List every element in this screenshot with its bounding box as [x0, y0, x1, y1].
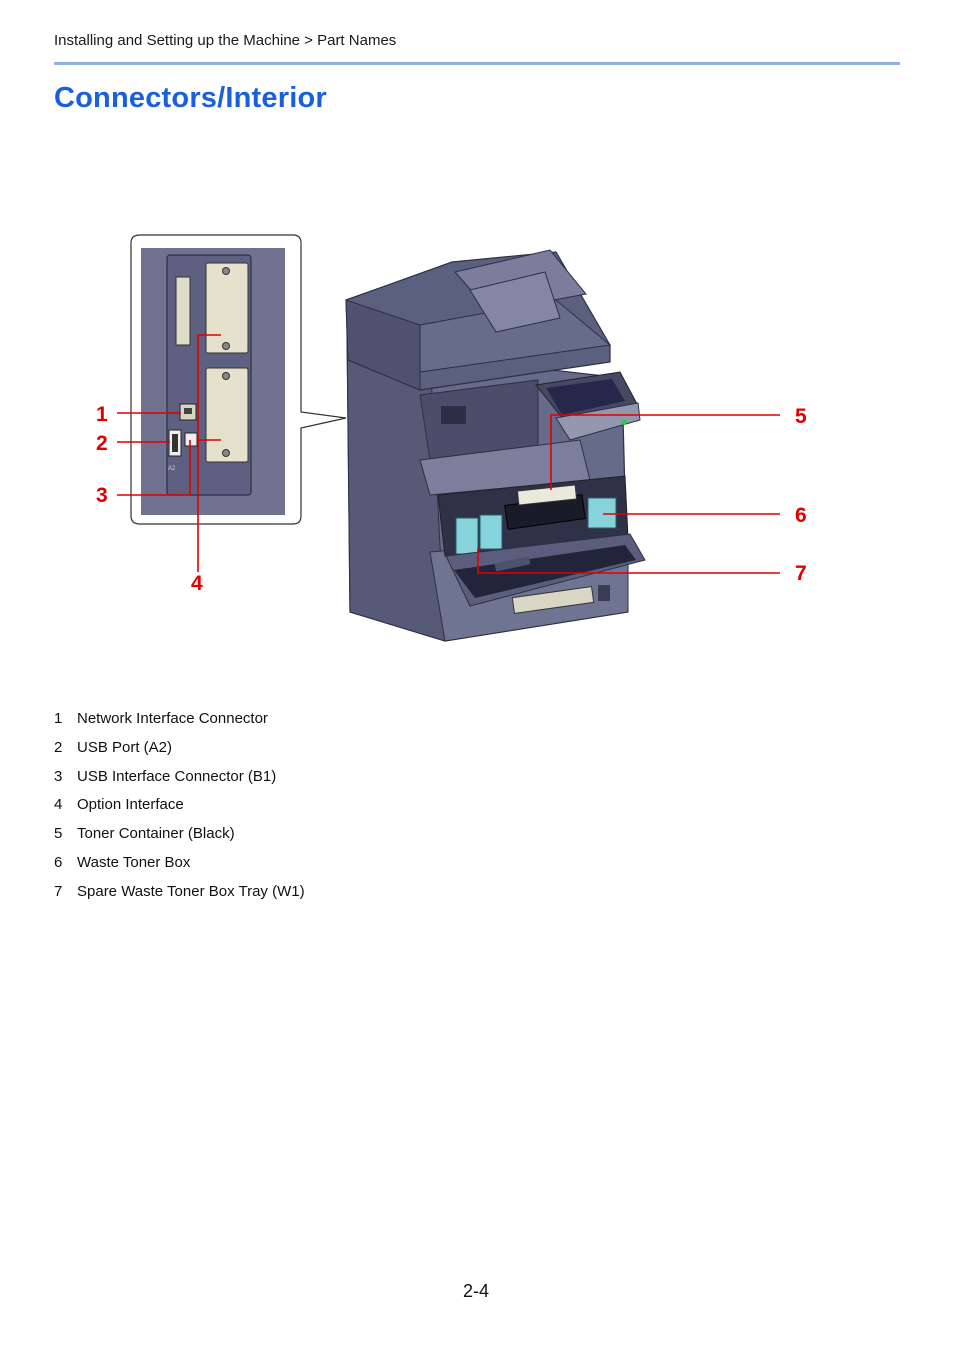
callout-numbers: 1 2 3 4 5 6 7: [96, 403, 807, 595]
legend-number: 4: [54, 796, 63, 814]
legend-number: 5: [54, 825, 63, 843]
legend-label: USB Port (A2): [77, 738, 173, 756]
legend-number: 7: [54, 882, 63, 900]
usb-port-b1: [184, 432, 198, 447]
legend-item: 2 USB Port (A2): [54, 739, 305, 768]
legend-label: Toner Container (Black): [77, 825, 235, 843]
port-label-a2: A2: [168, 466, 176, 472]
option-slot-top: [205, 262, 249, 354]
callout-4: 4: [191, 572, 203, 595]
callout-1: 1: [96, 403, 108, 426]
waste-toner-box: [587, 497, 617, 529]
legend-item: 5 Toner Container (Black): [54, 825, 305, 854]
legend-number: 6: [54, 853, 63, 871]
header-divider: [54, 62, 900, 65]
callout-5: 5: [795, 405, 807, 428]
legend-item: 4 Option Interface: [54, 796, 305, 825]
legend-label: Spare Waste Toner Box Tray (W1): [77, 882, 305, 900]
callout-3: 3: [96, 484, 108, 507]
legend-number: 2: [54, 738, 63, 756]
breadcrumb: Installing and Setting up the Machine > …: [54, 32, 397, 49]
leader-lines: [117, 334, 780, 574]
page-number: 2-4: [463, 1281, 490, 1301]
parts-legend: 1 Network Interface Connector 2 USB Port (…: [54, 710, 305, 912]
printer-body: [345, 249, 646, 642]
legend-number: 3: [54, 767, 63, 785]
callout-2: 2: [96, 432, 108, 455]
page-title: Connectors/Interior: [54, 82, 327, 114]
printer-illustration: A2: [96, 234, 807, 642]
legend-label: USB Interface Connector (B1): [77, 767, 277, 785]
legend-number: 1: [54, 710, 63, 727]
legend-label: Waste Toner Box: [77, 853, 191, 871]
legend-label: Network Interface Connector: [77, 710, 268, 727]
legend-label: Option Interface: [77, 796, 184, 814]
callout-6: 6: [795, 504, 807, 527]
legend-item: 7 Spare Waste Toner Box Tray (W1): [54, 883, 305, 912]
option-slot-bottom: [205, 367, 249, 463]
callout-7: 7: [795, 562, 807, 585]
legend-item: 6 Waste Toner Box: [54, 854, 305, 883]
legend-item: 3 USB Interface Connector (B1): [54, 768, 305, 797]
legend-item: 1 Network Interface Connector: [54, 710, 305, 739]
